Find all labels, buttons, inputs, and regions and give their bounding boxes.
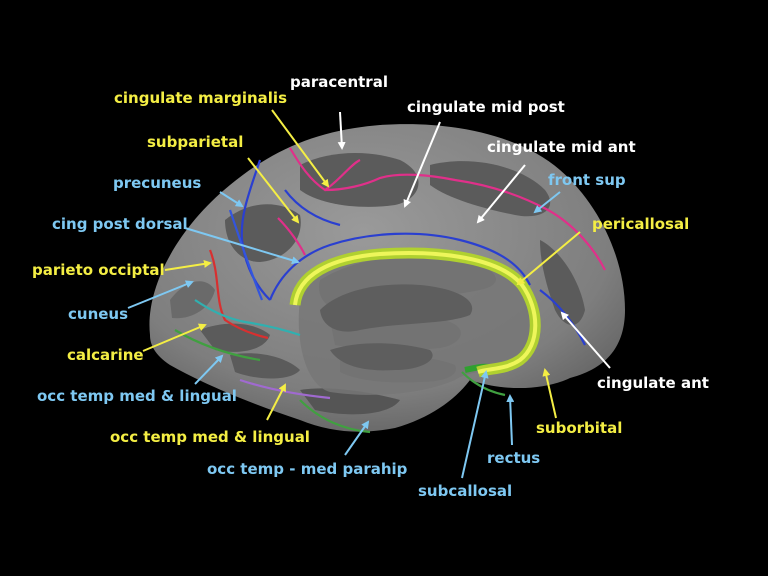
arrow-precuneus (219, 191, 244, 208)
arrow-cingulate-marginalis (271, 109, 330, 188)
arrow-parieto-occiptal (164, 259, 212, 271)
arrow-calcarine (142, 323, 207, 352)
region-labels: paracentral cingulate marginalis cingula… (32, 73, 709, 500)
label-front-sup: front sup (548, 171, 626, 189)
label-occ-temp-med-lingual-1: occ temp med & lingual (37, 387, 237, 405)
arrow-cingulate-mid-ant (476, 164, 526, 224)
arrow-occ-temp-med-parahip (344, 420, 370, 456)
label-occ-temp-med-parahip: occ temp - med parahip (207, 460, 408, 478)
arrow-cingulate-mid-post (403, 121, 441, 208)
label-arrows (127, 109, 611, 479)
label-cingulate-mid-ant: cingulate mid ant (487, 138, 636, 156)
arrow-subcallosal (461, 370, 489, 479)
arrow-rectus (506, 394, 515, 446)
label-subparietal: subparietal (147, 133, 243, 151)
arrow-suborbital (542, 368, 557, 419)
label-rectus: rectus (487, 449, 540, 467)
label-cingulate-mid-post: cingulate mid post (407, 98, 565, 116)
label-subcallosal: subcallosal (418, 482, 512, 500)
label-cingulate-ant: cingulate ant (597, 374, 709, 392)
arrow-front-sup (533, 191, 561, 214)
arrow-occ-temp-med-lingual-2 (266, 383, 286, 421)
label-precuneus: precuneus (113, 174, 201, 192)
arrow-cingulate-ant (560, 311, 611, 369)
label-suborbital: suborbital (536, 419, 622, 437)
label-paracentral: paracentral (290, 73, 388, 91)
label-cing-post-dorsal: cing post dorsal (52, 215, 188, 233)
arrow-cing-post-dorsal (184, 227, 300, 265)
arrow-occ-temp-med-lingual-1 (194, 354, 224, 385)
label-cingulate-marginalis: cingulate marginalis (114, 89, 287, 107)
label-calcarine: calcarine (67, 346, 144, 364)
arrow-paracentral (337, 111, 346, 150)
label-parieto-occiptal: parieto occiptal (32, 261, 165, 279)
pericallosal-region (289, 247, 541, 378)
label-cuneus: cuneus (68, 305, 128, 323)
arrow-pericallosal (516, 231, 581, 286)
label-occ-temp-med-lingual-2: occ temp med & lingual (110, 428, 310, 446)
arrow-cuneus (127, 280, 194, 309)
label-pericallosal: pericallosal (592, 215, 689, 233)
arrow-subparietal (247, 157, 300, 224)
brain-surface (149, 124, 626, 434)
